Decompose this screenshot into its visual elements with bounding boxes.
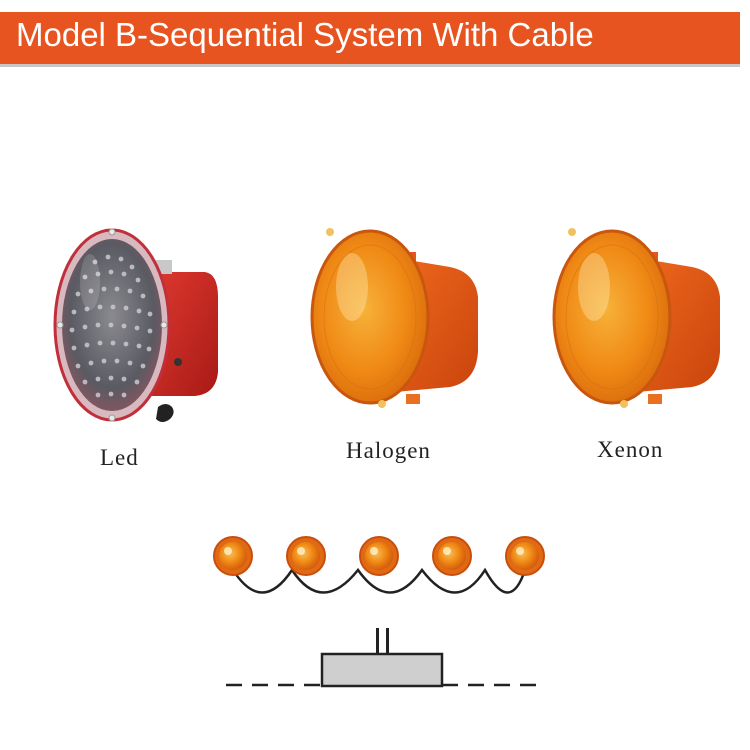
sequential-lamp [505, 536, 545, 576]
connecting-cable [231, 567, 527, 594]
sequential-lamp [359, 536, 399, 576]
halogen-lamp-image [310, 228, 478, 408]
product-label-xenon: Xenon [597, 437, 664, 462]
product-led [50, 212, 230, 432]
title-banner-bar [0, 12, 740, 67]
product-label-halogen: Halogen [346, 438, 431, 463]
controller-box [320, 652, 444, 688]
led-lamp-image [53, 228, 218, 422]
product-label-led: Led [100, 445, 139, 470]
sequential-lamp [213, 536, 253, 576]
controller-lead [386, 628, 389, 654]
product-xenon [552, 212, 732, 412]
sequential-cable-diagram [213, 536, 545, 688]
page-title: Model B-Sequential System With Cable [16, 16, 594, 53]
lamp-row [213, 536, 545, 576]
controller-lead [376, 628, 379, 654]
sequential-lamp [432, 536, 472, 576]
sequential-lamp [286, 536, 326, 576]
product-halogen [310, 212, 490, 412]
xenon-lamp-image [552, 228, 720, 408]
title-banner: Model B-Sequential System With Cable [0, 12, 750, 67]
